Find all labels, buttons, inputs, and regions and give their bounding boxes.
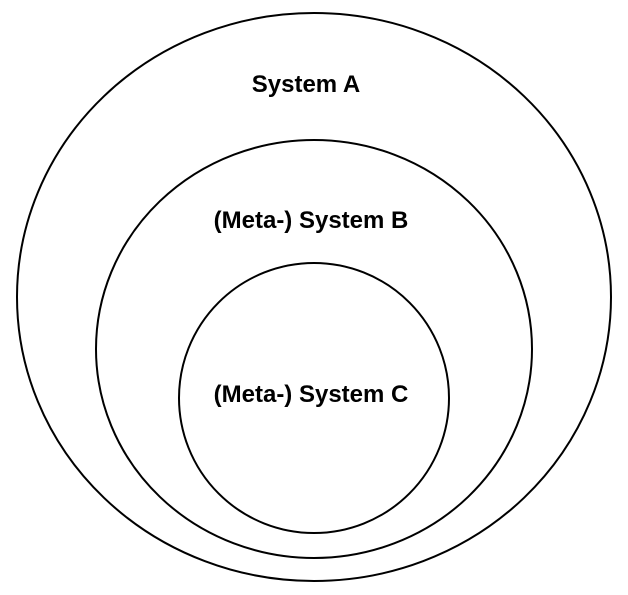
system-b-label: (Meta-) System B — [214, 207, 409, 234]
system-a-label: System A — [252, 71, 361, 98]
system-c-circle — [178, 262, 450, 534]
system-c-label: (Meta-) System C — [214, 381, 409, 408]
system-c-group: (Meta-) System C — [178, 262, 450, 534]
